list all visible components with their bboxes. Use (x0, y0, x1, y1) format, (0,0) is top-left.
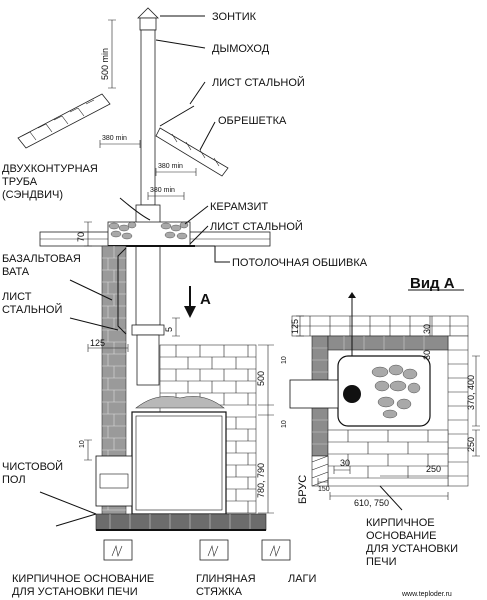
dim-380-min-a: 380 min (102, 135, 127, 142)
ceiling (39, 221, 271, 247)
brick-base (95, 513, 267, 531)
label-brick-base-right-line3: ДЛЯ УСТАНОВКИ (366, 543, 458, 555)
dim-125: 125 (90, 338, 105, 348)
dim-10-c: 10 (79, 440, 86, 448)
label-joists: ЛАГИ (288, 573, 316, 585)
label-watermark: www.teploder.ru (401, 591, 452, 598)
label-lathing: ОБРЕШЕТКА (218, 115, 287, 127)
label-chimney: ДЫМОХОД (212, 43, 270, 55)
label-double-pipe-line3: (СЭНДВИЧ) (2, 189, 63, 201)
dim-right-30-a: 30 (422, 324, 432, 334)
label-view-a: Вид А (410, 275, 455, 292)
label-clay-screed-line1: ГЛИНЯНАЯ (196, 573, 256, 585)
view-a-arrow (184, 286, 196, 318)
label-expanded-clay: КЕРАМЗИТ (210, 201, 268, 213)
label-finish-floor-line2: ПОЛ (2, 474, 26, 486)
label-clay-screed-line2: СТЯЖКА (196, 586, 243, 598)
label-umbrella: ЗОНТИК (212, 11, 257, 23)
dim-right-150: 150 (318, 486, 330, 493)
dim-380-min-b: 380 min (158, 163, 183, 170)
dim-right-250-a: 250 (466, 437, 476, 452)
dim-5: 5 (164, 327, 174, 332)
label-beam: БРУС (297, 475, 309, 504)
dim-10-a: 10 (281, 356, 288, 364)
label-steel-sheet-roof: ЛИСТ СТАЛЬНОЙ (212, 76, 305, 89)
label-double-pipe-line1: ДВУХКОНТУРНАЯ (2, 163, 98, 175)
label-steel-sheet-left-line2: СТАЛЬНОЙ (2, 303, 62, 316)
dim-right-125: 125 (290, 319, 300, 334)
dim-70: 70 (76, 232, 86, 242)
label-double-pipe-line2: ТРУБА (2, 176, 38, 188)
dim-right-250-b: 250 (426, 464, 441, 474)
dim-right-30-c: 30 (340, 458, 350, 468)
dim-10-b: 10 (281, 420, 288, 428)
label-steel-sheet-ceiling: ЛИСТ СТАЛЬНОЙ (210, 220, 303, 233)
view-a-plan (289, 292, 469, 487)
dim-500-min: 500 min (100, 48, 110, 80)
dim-380-min-c: 380 min (150, 187, 175, 194)
dim-right-30-b: 30 (422, 350, 432, 360)
expanded-clay-fill (108, 221, 189, 240)
dim-500: 500 (256, 371, 266, 386)
stove-body (95, 396, 227, 515)
label-basalt-wool-line2: ВАТА (2, 266, 30, 278)
label-brick-base-right-line2: ОСНОВАНИЕ (366, 530, 437, 542)
label-brick-base-left-line2: ДЛЯ УСТАНОВКИ ПЕЧИ (12, 586, 138, 598)
label-brick-base-right-line1: КИРПИЧНОЕ (366, 517, 435, 529)
label-brick-base-right-line4: ПЕЧИ (366, 556, 396, 568)
label-view-a-mark: А (200, 291, 211, 308)
joists (103, 539, 291, 561)
label-basalt-wool-line1: БАЗАЛЬТОВАЯ (2, 253, 81, 265)
label-brick-base-left-line1: КИРПИЧНОЕ ОСНОВАНИЕ (12, 573, 154, 585)
dim-right-370-400: 370, 400 (466, 375, 476, 410)
roof-right (155, 127, 229, 177)
stones-top (371, 364, 421, 419)
label-finish-floor-line1: ЧИСТОВОЙ (2, 460, 63, 473)
dim-right-610-750: 610, 750 (354, 498, 389, 508)
dim-780-790: 780, 790 (256, 463, 266, 498)
label-ceiling-lining: ПОТОЛОЧНАЯ ОБШИВКА (232, 257, 368, 269)
steel-sheet-roof-line (159, 105, 195, 127)
label-steel-sheet-left-line1: ЛИСТ (2, 291, 32, 303)
roof-left (17, 93, 111, 149)
